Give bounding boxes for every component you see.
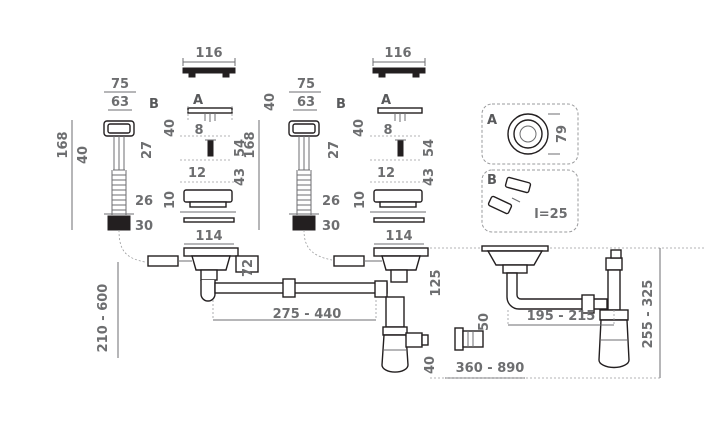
label-a-right: A xyxy=(381,93,391,108)
inset-a xyxy=(481,103,579,165)
overflow-h2-label-right: 40 xyxy=(263,93,278,111)
overflow-right xyxy=(288,120,320,231)
label-a-left: A xyxy=(193,93,203,108)
ring-height-label-right: 10 xyxy=(353,191,368,209)
adapter-height-label: 50 xyxy=(477,313,492,331)
right-assembly: 195 - 215 255 - 325 A 79 B l=25 xyxy=(430,103,661,379)
outlet-height-label: 125 xyxy=(429,269,444,296)
overflow-h3-label-right: 27 xyxy=(327,141,342,159)
flange-diameter-label-right: 114 xyxy=(385,229,412,244)
trap-height-label: 255 - 325 xyxy=(641,280,656,349)
screw-right xyxy=(395,139,406,157)
nut-diameter-label-left: 30 xyxy=(135,219,153,234)
insert-length-label: l=25 xyxy=(534,207,567,222)
nut-diameter-label-right: 30 xyxy=(322,219,340,234)
label-b-left: B xyxy=(149,97,159,112)
overflow-h4-label-left: 40 xyxy=(163,119,178,137)
cover-width-label-right: 116 xyxy=(384,46,411,61)
stem-width-label-right: 8 xyxy=(383,123,392,138)
cover-width-label: 116 xyxy=(195,46,222,61)
drain-body-right xyxy=(333,247,429,283)
cover-plate-right xyxy=(372,58,426,78)
hose-diameter-label-right: 26 xyxy=(322,194,340,209)
stem-height-label-right: 54 xyxy=(422,139,437,157)
screw-left xyxy=(205,139,216,157)
bottom-height-label: 40 xyxy=(423,356,438,374)
drain-body-left xyxy=(147,247,259,302)
inset-b-label: B xyxy=(487,173,497,188)
inset-a-label: A xyxy=(487,113,497,128)
basket-strainer-left xyxy=(180,189,236,213)
label-b-right: B xyxy=(336,97,346,112)
screw-width-label-right: 12 xyxy=(377,166,395,181)
screw-width-label: 12 xyxy=(188,166,206,181)
ring-height-label: 10 xyxy=(163,191,178,209)
overflow-h1-label-left: 168 xyxy=(56,131,71,158)
overflow-h3-label-left: 27 xyxy=(140,141,155,159)
middle-assembly: 116 A 8 54 12 43 10 114 xyxy=(243,46,705,379)
stem-height-label: 54 xyxy=(233,139,248,157)
span-label: 275 - 440 xyxy=(273,307,342,322)
screw-height-label-right: 43 xyxy=(422,168,437,186)
overflow-left xyxy=(103,120,135,231)
stem-width-label: 8 xyxy=(194,123,203,138)
adapter-fitting xyxy=(454,327,484,351)
stopper-a-right xyxy=(377,107,423,122)
reach-label: 360 - 890 xyxy=(456,361,525,376)
overflow-h1-label-right: 168 xyxy=(243,131,258,158)
overflow-h4-label-right: 40 xyxy=(352,119,367,137)
gasket-right xyxy=(373,217,425,223)
stopper-a-left xyxy=(187,106,233,122)
basket-outer-label-left: 75 xyxy=(111,77,129,92)
basket-inner-label-right: 63 xyxy=(297,95,315,110)
trap-width-label: 195 - 215 xyxy=(527,309,596,324)
single-drain-trap xyxy=(481,245,630,369)
basket-outer-label-right: 75 xyxy=(297,77,315,92)
overflow-h2-label-left: 40 xyxy=(76,146,91,164)
connecting-pipe xyxy=(214,278,388,298)
screw-height-label: 43 xyxy=(233,168,248,186)
basket-inner-label-left: 63 xyxy=(111,95,129,110)
cover-plate-left xyxy=(182,58,236,78)
basket-strainer-right xyxy=(370,189,426,213)
drop-label: 210 - 600 xyxy=(96,284,111,353)
bottle-trap xyxy=(381,296,429,373)
flange-diameter-label-left: 114 xyxy=(195,229,222,244)
left-assembly: 116 A 8 54 12 43 10 1 xyxy=(56,46,388,358)
inset-b xyxy=(481,169,579,233)
hose-diameter-label-left: 26 xyxy=(135,194,153,209)
gasket-left xyxy=(183,217,235,223)
body-height-label: 72 xyxy=(241,259,256,277)
insert-diameter-label: 79 xyxy=(555,125,570,143)
